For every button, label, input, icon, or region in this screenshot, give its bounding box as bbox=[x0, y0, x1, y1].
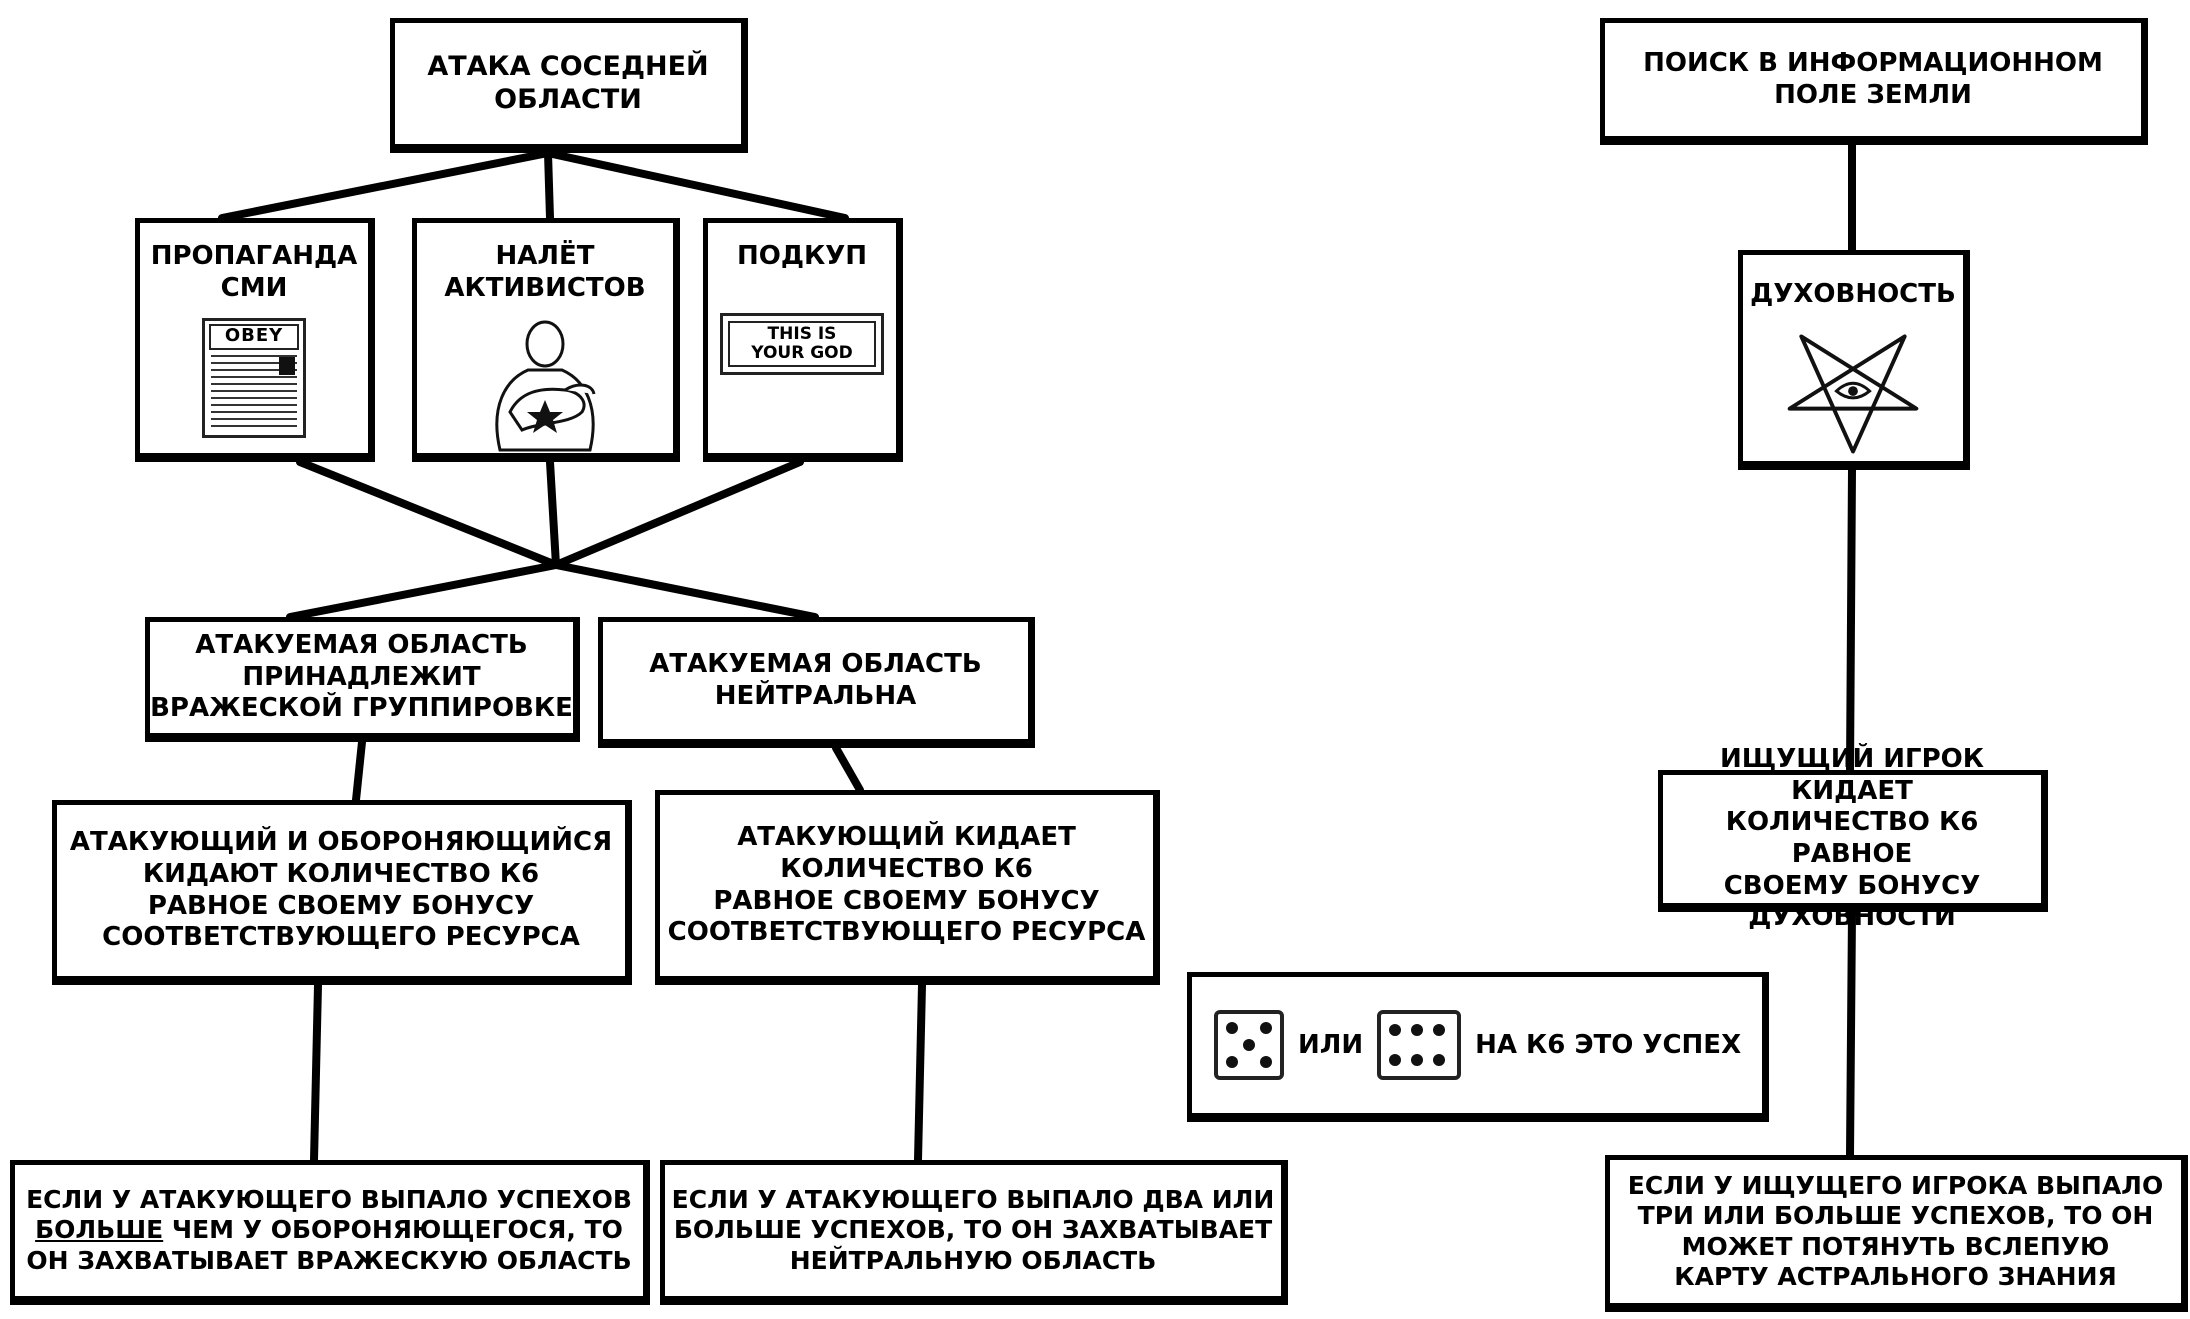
sign-text-line-1: THIS IS bbox=[767, 323, 837, 344]
roll-enemy-line-2: КИДАЮТ КОЛИЧЕСТВО К6 bbox=[142, 858, 540, 889]
roll-neutral-box: АТАКУЮЩИЙ КИДАЕТ КОЛИЧЕСТВО К6 РАВНОЕ СВ… bbox=[655, 790, 1160, 985]
attack-root-line-1: АТАКА СОСЕДНЕЙ bbox=[427, 50, 709, 82]
roll-spirituality-line-3: СВОЕМУ БОНУСУ ДУХОВНОСТИ bbox=[1723, 870, 1981, 933]
connector-neutral-to-roll bbox=[832, 744, 864, 794]
connector-enemy-to-roll bbox=[352, 738, 366, 804]
method-raid-line-2: АКТИВИСТОВ bbox=[444, 272, 646, 303]
roll-spirituality-line-1: ИЩУЩИЙ ИГРОК КИДАЕТ bbox=[1719, 743, 1985, 806]
dice-caption: НА К6 ЭТО УСПЕХ bbox=[1475, 1030, 1742, 1060]
connector-root-to-propaganda bbox=[218, 149, 552, 222]
die-five-icon bbox=[1214, 1010, 1284, 1080]
search-root-line-1: ПОИСК В ИНФОРМАЦИОННОМ bbox=[1643, 47, 2103, 78]
condition-neutral-line-2: НЕЙТРАЛЬНА bbox=[714, 680, 917, 711]
method-bribe-line-1: ПОДКУП bbox=[736, 241, 868, 271]
connector-spirit-to-roll bbox=[1846, 466, 1856, 774]
newspaper-icon: OBEY bbox=[202, 318, 306, 439]
method-propaganda-line-2: СМИ bbox=[220, 272, 288, 303]
result-neutral-line-2: БОЛЬШЕ УСПЕХОВ, ТО ОН ЗАХВАТЫВАЕТ bbox=[673, 1215, 1273, 1245]
condition-enemy-line-2: ПРИНАДЛЕЖИТ bbox=[242, 661, 481, 692]
newspaper-masthead: OBEY bbox=[209, 324, 299, 351]
connector-enemy-roll-to-result bbox=[310, 981, 322, 1164]
method-raid-box: НАЛЁТ АКТИВИСТОВ bbox=[412, 218, 680, 462]
sign-icon: THIS IS YOUR GOD bbox=[720, 312, 884, 375]
roll-spirituality-box: ИЩУЩИЙ ИГРОК КИДАЕТ КОЛИЧЕСТВО К6 РАВНОЕ… bbox=[1658, 744, 2048, 932]
method-propaganda-box: ПРОПАГАНДА СМИ OBEY bbox=[135, 218, 375, 462]
search-root-box: ПОИСК В ИНФОРМАЦИОННОМ ПОЛЕ ЗЕМЛИ bbox=[1600, 18, 2148, 145]
result-spirituality-box: ЕСЛИ У ИЩУЩЕГО ИГРОКА ВЫПАЛО ТРИ ИЛИ БОЛ… bbox=[1605, 1155, 2188, 1312]
roll-neutral-line-3: РАВНОЕ СВОЕМУ БОНУСУ bbox=[713, 885, 1100, 916]
roll-spirituality-line-2: КОЛИЧЕСТВО К6 РАВНОЕ bbox=[1725, 807, 1979, 869]
result-neutral-line-3: НЕЙТРАЛЬНУЮ ОБЛАСТЬ bbox=[789, 1245, 1157, 1275]
condition-neutral-box: АТАКУЕМАЯ ОБЛАСТЬ НЕЙТРАЛЬНА bbox=[598, 617, 1035, 748]
result-neutral-box: ЕСЛИ У АТАКУЮЩЕГО ВЫПАЛО ДВА ИЛИ БОЛЬШЕ … bbox=[660, 1160, 1288, 1305]
dice-legend: ИЛИ НА К6 ЭТО УСПЕХ bbox=[1187, 972, 1769, 1122]
result-enemy-box: ЕСЛИ У АТАКУЮЩЕГО ВЫПАЛО УСПЕХОВ БОЛЬШЕ … bbox=[10, 1160, 650, 1305]
connector-neutral-roll-to-result bbox=[914, 981, 926, 1164]
roll-enemy-line-1: АТАКУЮЩИЙ И ОБОРОНЯЮЩИЙСЯ bbox=[69, 827, 613, 858]
condition-enemy-line-1: АТАКУЕМАЯ ОБЛАСТЬ bbox=[195, 629, 528, 660]
method-propaganda-line-1: ПРОПАГАНДА bbox=[150, 241, 358, 271]
result-spirituality-line-2: ТРИ ИЛИ БОЛЬШЕ УСПЕХОВ, ТО ОН bbox=[1637, 1201, 2154, 1230]
roll-enemy-line-4: СООТВЕТСТВУЮЩЕГО РЕСУРСА bbox=[102, 922, 580, 953]
result-enemy-underlined-word: БОЛЬШЕ bbox=[35, 1215, 164, 1245]
condition-neutral-line-1: АТАКУЕМАЯ ОБЛАСТЬ bbox=[649, 648, 982, 679]
connector-roll-to-result bbox=[1846, 908, 1856, 1159]
pentagram-icon bbox=[1787, 334, 1919, 454]
method-raid-line-1: НАЛЁТ bbox=[495, 241, 595, 271]
dice-or-label: ИЛИ bbox=[1298, 1030, 1364, 1060]
connector-propaganda-to-junction bbox=[296, 458, 560, 569]
connector-root-to-raid bbox=[544, 149, 554, 222]
roll-enemy-line-3: РАВНОЕ СВОЕМУ БОНУСУ bbox=[147, 890, 535, 921]
connector-root-to-bribe bbox=[544, 149, 849, 222]
die-six-icon bbox=[1377, 1010, 1462, 1080]
condition-enemy-line-3: ВРАЖЕСКОЙ ГРУППИРОВКЕ bbox=[150, 693, 573, 724]
roll-neutral-line-2: КОЛИЧЕСТВО К6 bbox=[780, 853, 1033, 884]
search-root-line-2: ПОЛЕ ЗЕМЛИ bbox=[1774, 79, 1972, 110]
condition-enemy-box: АТАКУЕМАЯ ОБЛАСТЬ ПРИНАДЛЕЖИТ ВРАЖЕСКОЙ … bbox=[145, 617, 580, 742]
connector-bribe-to-junction bbox=[552, 458, 804, 569]
attack-root-line-2: ОБЛАСТИ bbox=[494, 83, 642, 115]
attack-root-box: АТАКА СОСЕДНЕЙ ОБЛАСТИ bbox=[390, 18, 748, 153]
method-spirituality-label: ДУХОВНОСТЬ bbox=[1750, 279, 1956, 309]
connector-junction-to-enemy bbox=[286, 561, 560, 621]
roll-enemy-box: АТАКУЮЩИЙ И ОБОРОНЯЮЩИЙСЯ КИДАЮТ КОЛИЧЕС… bbox=[52, 800, 632, 985]
result-enemy-line-1: ЕСЛИ У АТАКУЮЩЕГО ВЫПАЛО УСПЕХОВ bbox=[26, 1184, 632, 1214]
method-spirituality-box: ДУХОВНОСТЬ bbox=[1738, 250, 1970, 470]
result-enemy-line-3: ОН ЗАХВАТЫВАЕТ ВРАЖЕСКУЮ ОБЛАСТЬ bbox=[26, 1245, 632, 1275]
roll-neutral-line-1: АТАКУЮЩИЙ КИДАЕТ bbox=[737, 822, 1076, 853]
connector-raid-to-junction bbox=[546, 458, 560, 569]
result-enemy-line-2-rest: ЧЕМ У ОБОРОНЯЮЩЕГОСЯ, ТО bbox=[163, 1215, 623, 1245]
fighter-icon bbox=[495, 320, 596, 452]
connector-junction-to-neutral bbox=[552, 561, 819, 621]
result-spirituality-line-1: ЕСЛИ У ИЩУЩЕГО ИГРОКА ВЫПАЛО bbox=[1627, 1170, 2164, 1200]
result-enemy-line-2: БОЛЬШЕ ЧЕМ У ОБОРОНЯЮЩЕГОСЯ, ТО bbox=[35, 1215, 623, 1246]
method-bribe-box: ПОДКУП THIS IS YOUR GOD bbox=[703, 218, 903, 462]
result-neutral-line-1: ЕСЛИ У АТАКУЮЩЕГО ВЫПАЛО ДВА ИЛИ bbox=[671, 1184, 1275, 1214]
sign-text-line-2: YOUR GOD bbox=[751, 342, 853, 363]
result-spirituality-line-3: МОЖЕТ ПОТЯНУТЬ ВСЛЕПУЮ bbox=[1681, 1231, 2110, 1261]
result-spirituality-line-4: КАРТУ АСТРАЛЬНОГО ЗНАНИЯ bbox=[1674, 1262, 2117, 1291]
roll-neutral-line-4: СООТВЕТСТВУЮЩЕГО РЕСУРСА bbox=[667, 917, 1146, 948]
